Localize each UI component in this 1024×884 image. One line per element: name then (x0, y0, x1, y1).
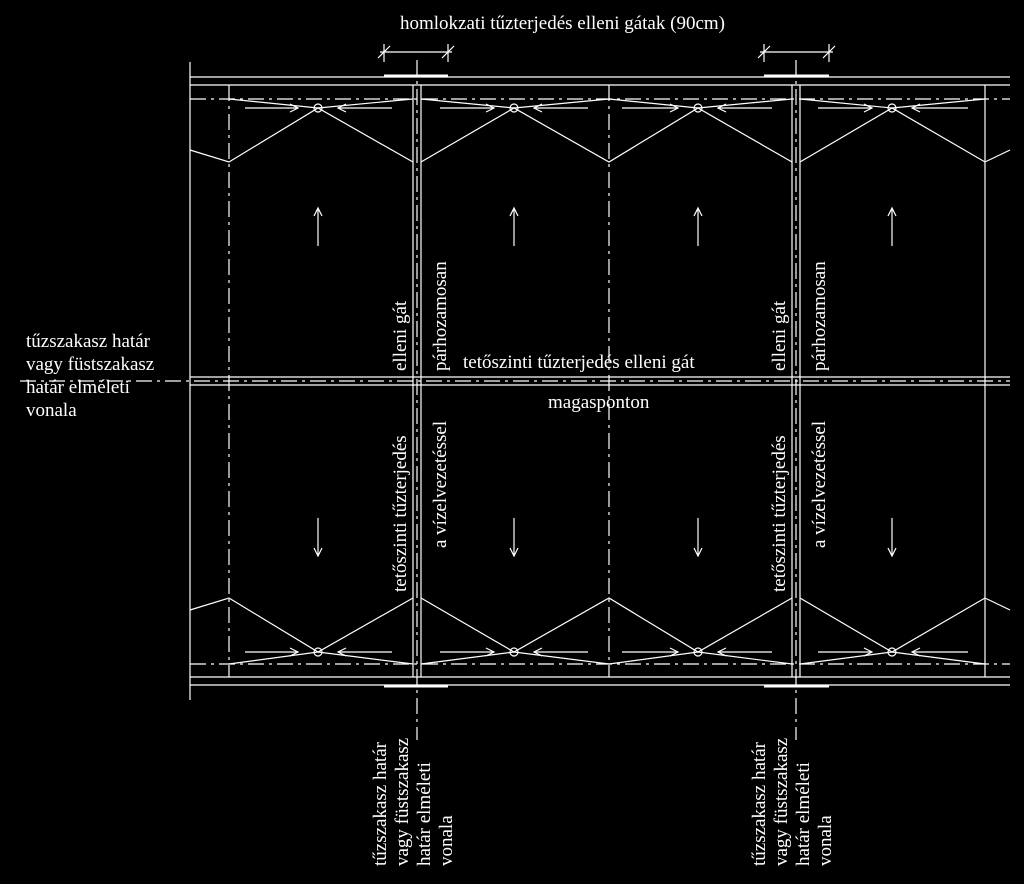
highpoint-label: magasponton (548, 392, 650, 413)
barrier-label-left-upper-2: elleni gát (769, 300, 790, 371)
left-boundary-label: tűzszakasz határ vagy füstszakasz határ … (26, 331, 155, 421)
bottom-boundary-label-1: tűzszakasz határ vagy füstszakasz határ … (370, 737, 457, 866)
barrier-label-left-lower-2: tetőszinti tűzterjedés (769, 435, 790, 592)
barrier-label-right-upper-2: párhozamosan (809, 261, 830, 371)
roof-barrier-label: tetőszinti tűzterjedés elleni gát (463, 352, 695, 373)
barrier-label-right-lower-2: a vízelvezetéssel (809, 420, 830, 548)
barrier-label-left-lower: tetőszinti tűzterjedés (390, 435, 411, 592)
barrier-label-right-upper: párhozamosan (430, 261, 451, 371)
top-barrier-label: homlokzati tűzterjedés elleni gátak (90c… (400, 13, 725, 34)
barrier-label-left-upper: elleni gát (390, 300, 411, 371)
bottom-boundary-label-2: tűzszakasz határ vagy füstszakasz határ … (749, 737, 836, 866)
barrier-label-right-lower: a vízelvezetéssel (430, 420, 451, 548)
